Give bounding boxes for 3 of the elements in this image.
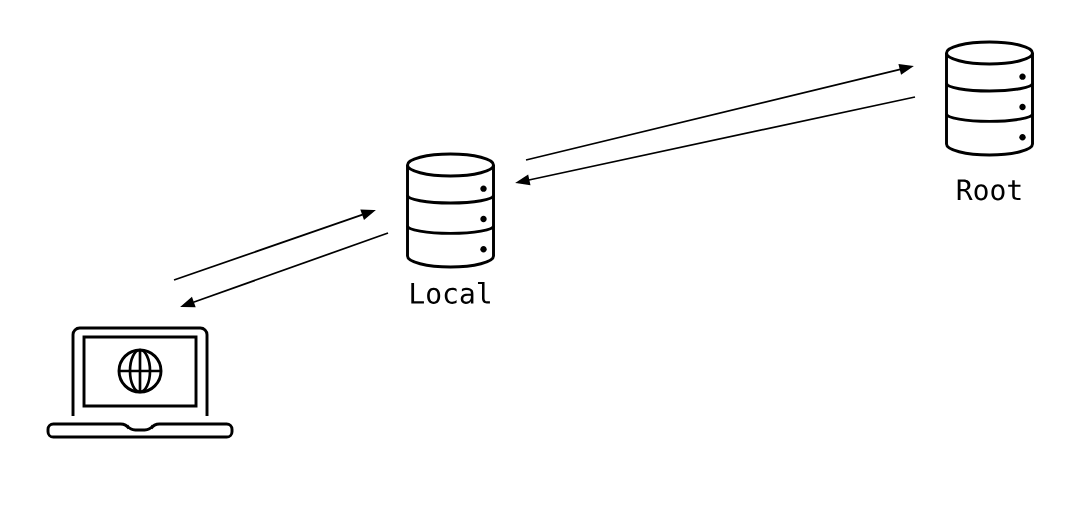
laptop-drawing bbox=[46, 326, 234, 439]
node-label: Root bbox=[957, 179, 1021, 201]
node-label: Local bbox=[411, 282, 490, 304]
